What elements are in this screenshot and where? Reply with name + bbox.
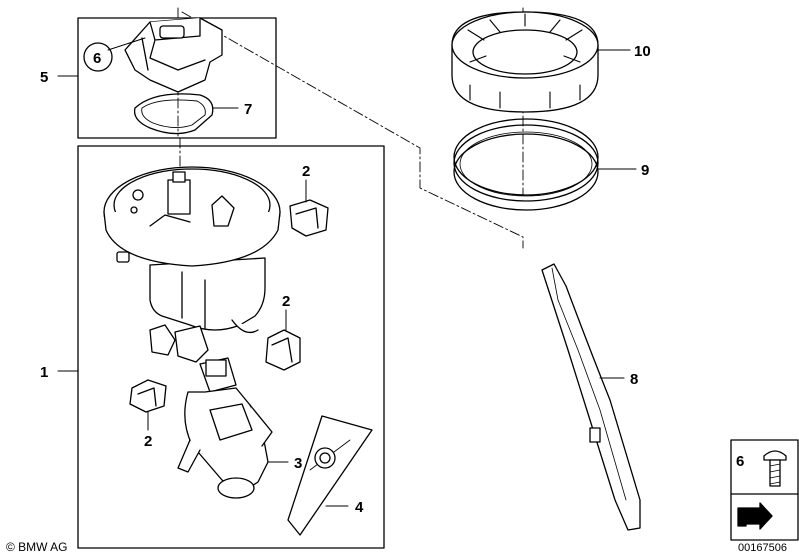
callout-leaders <box>57 37 637 507</box>
screw-icon <box>763 450 787 487</box>
callout-10: 10 <box>634 43 651 60</box>
suction-jet-pump-part <box>177 357 273 499</box>
copyright-text: © BMW AG <box>6 540 68 554</box>
filter-strainer-part <box>287 415 373 536</box>
callout-8: 8 <box>630 371 638 388</box>
callout-9: 9 <box>641 162 649 179</box>
flange-cover-part <box>124 17 223 93</box>
callout-6-circle <box>83 42 113 72</box>
legend-callout-6: 6 <box>736 453 744 470</box>
frame-group-1 <box>77 145 385 549</box>
legend-box <box>730 439 799 541</box>
flat-seal-part <box>133 93 214 135</box>
callout-2-top: 2 <box>302 163 310 180</box>
callout-2-low: 2 <box>144 433 152 450</box>
pump-bracket-part <box>149 324 209 363</box>
clip-part-c <box>129 379 167 413</box>
image-number: 00167506 <box>738 542 787 554</box>
locking-ring-part <box>451 11 599 113</box>
callout-5: 5 <box>40 69 48 86</box>
callout-1: 1 <box>40 364 48 381</box>
level-sensor-part <box>541 263 641 531</box>
callout-7: 7 <box>244 101 252 118</box>
callout-3: 3 <box>294 455 302 472</box>
callout-6: 6 <box>93 50 101 67</box>
direction-arrow-icon <box>737 502 773 530</box>
frame-group-5 <box>77 17 277 139</box>
clip-part-a <box>289 199 329 237</box>
clip-part-b <box>265 329 301 371</box>
callout-2-mid: 2 <box>282 293 290 310</box>
fuel-pump-unit-part <box>103 166 281 334</box>
callout-4: 4 <box>355 499 364 516</box>
o-ring-seal-part <box>453 118 599 211</box>
